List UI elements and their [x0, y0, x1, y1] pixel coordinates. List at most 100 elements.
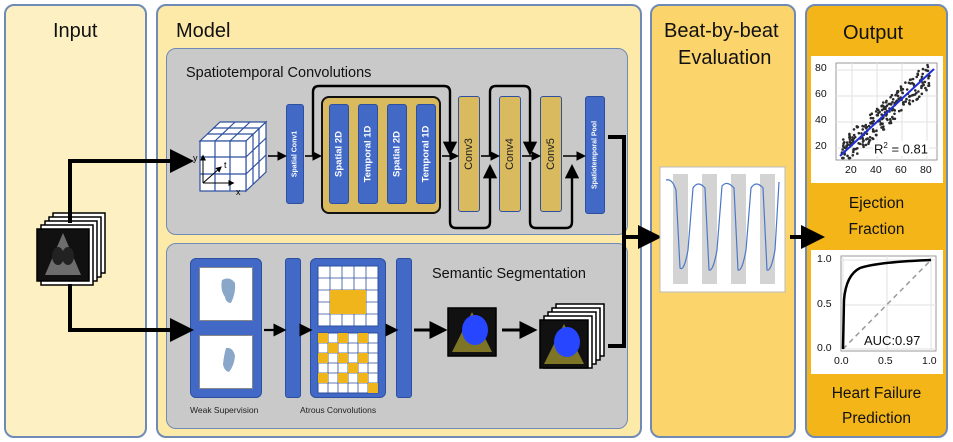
scatter-point [861, 143, 864, 146]
roc-xtick-05: 0.5 [878, 355, 893, 367]
scatter-point [871, 137, 875, 141]
scatter-point [904, 100, 907, 103]
scatter-point [862, 145, 865, 149]
model-title: Model [176, 20, 231, 42]
beat-title-line1: Beat-by-beat [664, 20, 779, 42]
scatter-point [882, 105, 885, 108]
scatter-point [908, 95, 911, 98]
scatter-point [913, 93, 917, 96]
temporal-1d-block-2: Temporal 1D [416, 104, 436, 204]
scatter-point [878, 110, 881, 114]
hf-label-line2: Prediction [842, 410, 911, 427]
scatter-point [927, 84, 931, 87]
roc-xtick-1: 1.0 [922, 355, 937, 367]
scatter-point [911, 99, 915, 103]
scatter-ytick-60: 60 [815, 88, 827, 100]
r2-annotation: R2 = 0.81 [873, 141, 929, 157]
scatter-point [852, 128, 856, 131]
scatter-point [880, 104, 883, 108]
roc-ytick-1: 1.0 [817, 253, 832, 265]
scatter-point [882, 128, 886, 131]
scatter-point [869, 121, 872, 125]
r2-value: = 0.81 [887, 141, 928, 157]
input-title: Input [53, 20, 98, 42]
scatter-point [923, 80, 927, 84]
beat-title-line2: Evaluation [678, 47, 772, 69]
scatter-point [874, 133, 878, 137]
scatter-point [845, 144, 848, 147]
scatter-point [869, 116, 873, 120]
spatiotemporal-title: Spatiotemporal Convolutions [186, 65, 372, 81]
scatter-ytick-20: 20 [815, 140, 827, 152]
scatter-point [890, 93, 894, 97]
roc-xtick-0: 0.0 [834, 355, 849, 367]
scatter-point [907, 101, 911, 105]
scatter-point [908, 99, 911, 102]
scatter-point [904, 81, 907, 84]
scatter-point [882, 101, 885, 104]
scatter-point [882, 125, 885, 128]
scatter-point [852, 137, 855, 140]
scatter-point [912, 82, 915, 86]
scatter-point [875, 129, 878, 132]
scatter-point [927, 76, 930, 80]
scatter-point [868, 139, 872, 142]
scatter-point [920, 84, 923, 88]
scatter-point [905, 97, 908, 101]
scatter-point [914, 89, 917, 92]
scatter-point [917, 90, 920, 93]
scatter-point [921, 72, 924, 76]
scatter-point [895, 91, 899, 95]
scatter-point [862, 139, 865, 142]
scatter-point [896, 94, 900, 98]
hf-roc-plot [811, 250, 943, 374]
scatter-point [874, 110, 878, 113]
scatter-point [879, 123, 882, 126]
scatter-point [868, 136, 872, 139]
scatter-point [901, 87, 905, 91]
scatter-point [861, 128, 864, 131]
scatter-point [893, 112, 896, 116]
segmented-stack [539, 303, 605, 369]
scatter-point [886, 118, 889, 122]
scatter-point [882, 107, 886, 111]
scatter-xtick-60: 60 [895, 164, 907, 176]
scatter-point [889, 95, 892, 99]
scatter-point [916, 72, 919, 75]
scatter-point [848, 136, 851, 139]
roc-ytick-05: 0.5 [817, 298, 832, 310]
scatter-point [909, 82, 912, 85]
scatter-point [920, 75, 924, 79]
scatter-point [915, 75, 918, 79]
cube-x-label: x [236, 187, 241, 197]
scatter-point [861, 124, 864, 128]
segmented-frame [447, 307, 497, 357]
roc-ytick-0: 0.0 [817, 342, 832, 354]
scatter-point [846, 154, 849, 158]
scatter-point [924, 86, 927, 90]
scatter-point [921, 67, 925, 71]
input-to-spatiotemporal-arrow [68, 149, 194, 223]
scatter-point [857, 131, 861, 135]
video-cube [198, 120, 268, 193]
scatter-point [905, 88, 909, 91]
scatter-point [875, 113, 879, 117]
scatter-point [915, 98, 918, 101]
scatter-point [921, 81, 924, 84]
auc-annotation: AUC:0.97 [864, 333, 921, 348]
spatial-2d-block-1: Spatial 2D [329, 104, 349, 204]
scatter-xtick-40: 40 [870, 164, 882, 176]
scatter-point [926, 69, 929, 72]
scatter-point [897, 109, 901, 113]
input-to-segmentation-arrow [68, 284, 194, 342]
scatter-point [892, 108, 895, 111]
ef-label-line2: Fraction [848, 221, 905, 238]
spatial-2d-block-2: Spatial 2D [387, 104, 407, 204]
scatter-point [845, 141, 849, 144]
scatter-point [865, 125, 869, 129]
scatter-point [899, 85, 903, 88]
atrous-grid-top [317, 265, 379, 327]
scatter-point [918, 95, 921, 98]
scatter-point [867, 124, 871, 128]
